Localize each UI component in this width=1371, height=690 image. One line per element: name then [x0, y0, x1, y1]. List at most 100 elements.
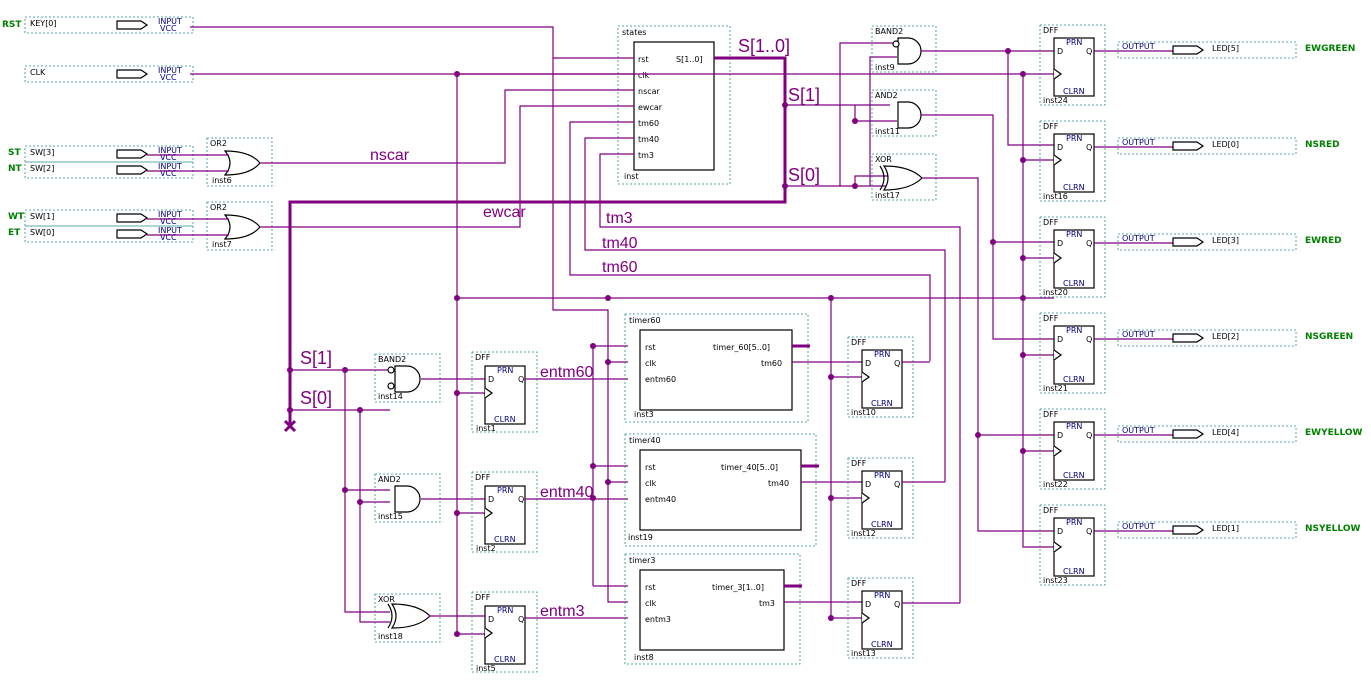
output-led3[interactable]: OUTPUT LED[3]	[1117, 233, 1297, 251]
input-sw1[interactable]: SW[1] INPUT VCC	[24, 209, 194, 227]
dff-inst12[interactable]: DFF PRN D Q CLRN inst12	[847, 457, 914, 539]
output-name-nsgreen: NSGREEN	[1305, 332, 1353, 342]
svg-text:rst: rst	[645, 583, 656, 592]
bus-label-main: S[1..0]	[738, 36, 790, 56]
xor-gate-inst17[interactable]: XOR inst17	[871, 153, 937, 201]
band2-gate-inst9[interactable]: BAND2 inst9	[871, 25, 937, 73]
dff-inst1[interactable]: DFF PRN D Q CLRN inst1	[471, 351, 538, 433]
svg-text:inst1: inst1	[476, 424, 496, 433]
svg-text:inst23: inst23	[1043, 576, 1068, 585]
output-led1[interactable]: OUTPUT LED[1]	[1117, 521, 1297, 539]
timer60-block[interactable]: timer60 rst clk entm60 timer_60[5..0] tm…	[624, 313, 810, 423]
dff-inst5[interactable]: DFF PRN D Q CLRN inst5	[471, 591, 538, 673]
svg-text:CLRN: CLRN	[494, 535, 516, 544]
svg-text:VCC: VCC	[160, 153, 177, 162]
dff-inst24[interactable]: DFF PRN D Q CLRN inst24	[1039, 24, 1106, 106]
svg-text:inst24: inst24	[1043, 96, 1068, 105]
junction-dots	[287, 48, 1026, 637]
svg-text:inst14: inst14	[378, 392, 403, 401]
svg-text:PRN: PRN	[497, 606, 513, 615]
svg-text:inst20: inst20	[1043, 288, 1068, 297]
svg-text:inst22: inst22	[1043, 480, 1068, 489]
svg-text:LED[3]: LED[3]	[1212, 236, 1239, 245]
svg-text:CLRN: CLRN	[1063, 375, 1085, 384]
svg-text:DFF: DFF	[475, 473, 491, 482]
output-led0[interactable]: OUTPUT LED[0]	[1117, 137, 1297, 155]
svg-text:SW[3]: SW[3]	[30, 148, 54, 157]
svg-text:D: D	[488, 495, 494, 504]
xor-gate-inst18[interactable]: XOR inst18	[374, 593, 441, 643]
svg-text:INPUT: INPUT	[158, 17, 182, 26]
svg-text:clk: clk	[638, 71, 650, 80]
svg-text:SW[0]: SW[0]	[30, 228, 54, 237]
svg-text:inst13: inst13	[851, 649, 876, 658]
svg-text:VCC: VCC	[160, 73, 177, 82]
dff-inst23[interactable]: DFF PRN D Q CLRN inst23	[1039, 504, 1106, 586]
svg-text:PRN: PRN	[1066, 38, 1082, 47]
dff-inst16[interactable]: DFF PRN D Q CLRN inst16	[1039, 120, 1106, 202]
svg-text:timer3: timer3	[629, 556, 655, 565]
svg-text:CLRN: CLRN	[871, 640, 893, 649]
svg-text:timer_3[1..0]: timer_3[1..0]	[712, 583, 764, 592]
label-st: ST	[8, 148, 21, 158]
svg-text:states: states	[622, 28, 646, 37]
input-sw0[interactable]: SW[0] INPUT VCC	[24, 225, 194, 243]
svg-text:inst8: inst8	[634, 653, 654, 662]
svg-text:ewcar: ewcar	[638, 103, 663, 112]
svg-text:entm3: entm3	[645, 615, 671, 624]
input-sw2[interactable]: SW[2] INPUT VCC	[24, 161, 194, 179]
svg-text:CLRN: CLRN	[494, 415, 516, 424]
dff-inst2[interactable]: DFF PRN D Q CLRN inst2	[471, 471, 538, 553]
svg-text:LED[5]: LED[5]	[1212, 44, 1239, 53]
svg-text:SW[2]: SW[2]	[30, 164, 54, 173]
svg-text:CLRN: CLRN	[871, 520, 893, 529]
svg-text:DFF: DFF	[1043, 218, 1059, 227]
timer3-block[interactable]: timer3 rst clk entm3 timer_3[1..0] tm3 i…	[624, 553, 802, 665]
svg-text:PRN: PRN	[1066, 326, 1082, 335]
output-led4[interactable]: OUTPUT LED[4]	[1117, 425, 1297, 443]
svg-text:Q: Q	[894, 359, 900, 368]
svg-text:tm60: tm60	[638, 119, 659, 128]
svg-text:OUTPUT: OUTPUT	[1122, 426, 1155, 435]
band2-gate-inst14[interactable]: BAND2 inst14	[374, 353, 441, 403]
svg-text:clk: clk	[645, 359, 657, 368]
svg-text:D: D	[1057, 431, 1063, 440]
net-label-s0: S[0]	[788, 165, 820, 185]
input-clk[interactable]: CLK INPUT VCC	[24, 65, 194, 83]
and2-gate-inst11[interactable]: AND2 inst11	[871, 89, 937, 137]
svg-text:OUTPUT: OUTPUT	[1122, 522, 1155, 531]
or-gate-inst6[interactable]: OR2 inst6	[206, 137, 273, 187]
timer40-block[interactable]: timer40 rst clk entm40 timer_40[5..0] tm…	[624, 433, 819, 547]
net-label-entm3: entm3	[540, 603, 585, 620]
svg-text:OUTPUT: OUTPUT	[1122, 42, 1155, 51]
dff-inst10[interactable]: DFF PRN D Q CLRN inst10	[847, 336, 914, 418]
svg-text:BAND2: BAND2	[378, 355, 406, 364]
svg-text:inst12: inst12	[851, 529, 876, 538]
output-led5[interactable]: OUTPUT LED[5]	[1117, 41, 1297, 59]
svg-text:Q: Q	[1086, 527, 1092, 536]
net-label-entm40: entm40	[540, 484, 593, 501]
or-gate-inst7[interactable]: OR2 inst7	[206, 201, 273, 251]
svg-text:OUTPUT: OUTPUT	[1122, 138, 1155, 147]
dff-inst13[interactable]: DFF PRN D Q CLRN inst13	[847, 577, 914, 659]
dff-inst22[interactable]: DFF PRN D Q CLRN inst22	[1039, 408, 1106, 490]
svg-text:entm60: entm60	[645, 375, 676, 384]
label-rst: RST	[2, 20, 22, 30]
net-label-tm3: tm3	[606, 210, 633, 227]
dff-inst20[interactable]: DFF PRN D Q CLRN inst20	[1039, 216, 1106, 298]
svg-text:PRN: PRN	[874, 591, 890, 600]
svg-text:Q: Q	[518, 615, 524, 624]
svg-text:inst11: inst11	[875, 127, 900, 136]
svg-text:Q: Q	[1086, 335, 1092, 344]
svg-text:SW[1]: SW[1]	[30, 212, 54, 221]
svg-text:inst18: inst18	[378, 632, 403, 641]
states-block[interactable]: states rst clk nscar ewcar tm60 tm40 tm3…	[617, 25, 731, 185]
and2-gate-inst15[interactable]: AND2 inst15	[374, 473, 441, 523]
output-led2[interactable]: OUTPUT LED[2]	[1117, 329, 1297, 347]
input-sw3[interactable]: SW[3] INPUT VCC	[24, 145, 194, 163]
svg-text:Q: Q	[518, 375, 524, 384]
dff-inst21[interactable]: DFF PRN D Q CLRN inst21	[1039, 312, 1106, 394]
net-label-nscar: nscar	[370, 147, 410, 164]
input-key0[interactable]: KEY[0] INPUT VCC	[24, 16, 194, 34]
